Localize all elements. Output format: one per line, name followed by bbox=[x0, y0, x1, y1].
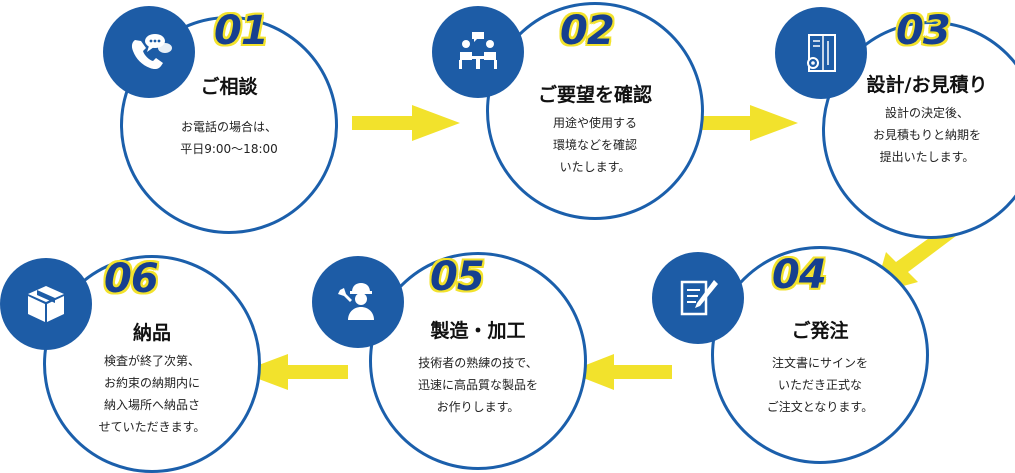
step-3-title: 設計/お見積り bbox=[866, 74, 988, 96]
step-4-number: 04 bbox=[772, 252, 827, 298]
arrow-4-to-5 bbox=[568, 354, 672, 390]
step-2-number: 02 bbox=[560, 8, 615, 54]
meeting-icon bbox=[459, 32, 497, 69]
step-6-number: 06 bbox=[104, 256, 159, 302]
step-4-badge bbox=[652, 252, 744, 344]
step-4-title: ご発注 bbox=[791, 320, 849, 342]
step-3-number: 03 bbox=[896, 8, 951, 54]
step-3-badge bbox=[775, 7, 867, 99]
step-4-description: 注文書にサインを いただき正式な ご注文となります。 bbox=[766, 356, 874, 414]
arrow-3-to-4 bbox=[874, 220, 964, 294]
blueprint-icon bbox=[807, 34, 836, 72]
step-6-badge bbox=[0, 258, 92, 350]
step-6-description: 検査が終了次第、 お約束の納期内に 納入場所へ納品さ せていただきます。 bbox=[98, 354, 206, 434]
step-5-title: 製造・加工 bbox=[430, 320, 526, 342]
arrow-1-to-2 bbox=[352, 105, 460, 141]
step-4-circle bbox=[711, 246, 929, 464]
step-1-number: 01 bbox=[214, 8, 269, 54]
step-5-number: 05 bbox=[430, 254, 485, 300]
step-2-circle bbox=[486, 2, 704, 220]
step-1-badge bbox=[103, 6, 195, 98]
step-6-title: 納品 bbox=[132, 322, 171, 344]
document-pen-icon bbox=[680, 280, 718, 316]
step-2-description: 用途や使用する 環境などを確認 いたします。 bbox=[552, 116, 637, 174]
phone-chat-icon bbox=[131, 34, 172, 70]
step-3-description: 設計の決定後、 お見積もりと納期を 提出いたします。 bbox=[872, 106, 981, 164]
step-5-description: 技術者の熟練の技で、 迅速に高品質な製品を お作りします。 bbox=[417, 356, 538, 414]
step-2-title: ご要望を確認 bbox=[537, 84, 652, 106]
arrow-2-to-3 bbox=[690, 105, 798, 141]
worker-wrench-icon bbox=[338, 283, 374, 320]
box-icon bbox=[28, 286, 64, 322]
step-5-circle bbox=[369, 252, 587, 470]
step-2-badge bbox=[432, 6, 524, 98]
arrow-5-to-6 bbox=[240, 354, 348, 390]
step-1-description: お電話の場合は、 平日9:00〜18:00 bbox=[180, 120, 278, 156]
step-5-badge bbox=[312, 256, 404, 348]
step-1-title: ご相談 bbox=[200, 76, 258, 98]
